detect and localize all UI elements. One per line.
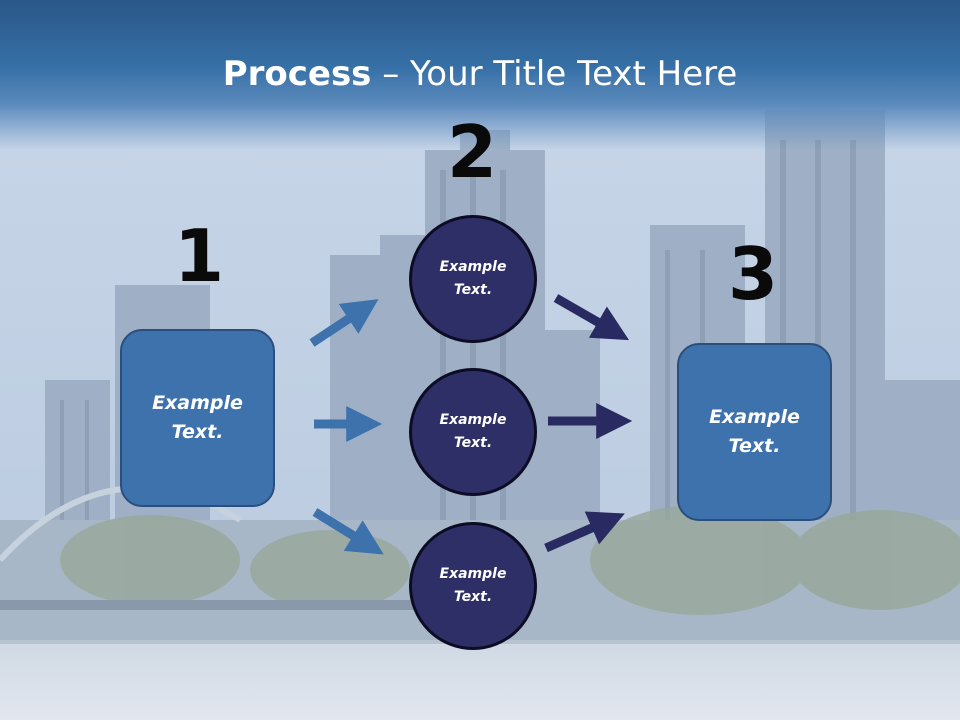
arrow-top-to-right <box>553 294 630 341</box>
slide-title: Process – Your Title Text Here <box>0 52 960 96</box>
step-2-circle-top: Example Text. <box>409 215 537 343</box>
title-bar <box>0 0 960 150</box>
step-1-box: Example Text. <box>120 329 275 507</box>
arrow-left-to-top <box>309 299 379 347</box>
step-number-1: 1 <box>173 214 225 298</box>
step-3-text: Example Text. <box>709 406 800 457</box>
arrow-bottom-to-right <box>544 511 625 553</box>
circle-middle-text: Example Text. <box>439 412 507 451</box>
step-number-2: 2 <box>446 110 498 194</box>
step-1-text: Example Text. <box>152 392 243 443</box>
step-3-box: Example Text. <box>677 343 832 521</box>
circle-top-text: Example Text. <box>439 259 507 298</box>
title-bold: Process <box>222 54 372 94</box>
step-2-circle-bottom: Example Text. <box>409 522 537 650</box>
circle-bottom-text: Example Text. <box>439 566 507 605</box>
title-rest: – Your Title Text Here <box>371 54 738 94</box>
step-number-3: 3 <box>727 232 779 316</box>
step-2-circle-middle: Example Text. <box>409 368 537 496</box>
arrow-left-to-bottom <box>312 508 384 555</box>
